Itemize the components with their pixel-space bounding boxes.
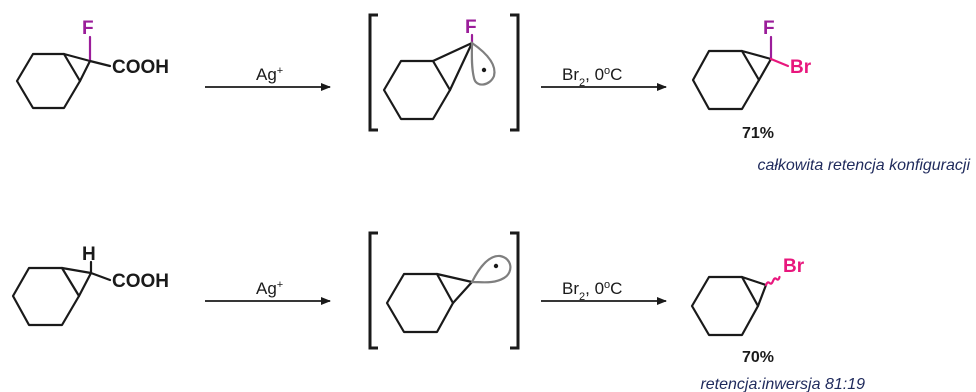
- cyclopropane-bond: [740, 275, 768, 287]
- stereo-note: retencja:inwersja 81:19: [700, 376, 865, 392]
- cyclopropane-bond: [740, 49, 773, 61]
- cyclopropane-bond: [77, 271, 93, 298]
- hydrogen-label: H: [82, 244, 96, 265]
- yield-label: 71%: [742, 125, 774, 142]
- bromine-label: Br: [783, 256, 805, 277]
- cyclopropane-bond: [451, 280, 474, 305]
- cyclohexane-ring: [691, 49, 761, 111]
- cyclopropane-bond: [435, 272, 474, 284]
- fluorine-label: F: [763, 18, 775, 39]
- cyclopropane-bond: [62, 52, 92, 63]
- yield-label: 70%: [742, 349, 774, 366]
- right-bracket: [510, 13, 520, 132]
- silver-reagent-label: Ag+: [256, 65, 283, 84]
- radical-dot: [481, 67, 487, 73]
- reaction2: H COOH Ag+ Br2, 0oC B: [11, 231, 865, 392]
- cyclohexane-ring: [690, 275, 760, 337]
- reaction1: F COOH Ag+ F Br2, 0oC: [15, 13, 970, 174]
- cyclopropane-bond: [78, 59, 92, 83]
- cyclopropane-bond: [756, 283, 768, 308]
- reactant2-molecule: H COOH: [11, 244, 169, 327]
- cyclohexane-ring: [382, 59, 452, 121]
- product1-molecule: F Br 71% całkowita retencja konfiguracji: [691, 18, 970, 174]
- silver-reagent-label: Ag+: [256, 279, 283, 298]
- bromine-label: Br: [790, 57, 812, 78]
- left-bracket: [368, 231, 378, 350]
- cyclohexane-ring: [15, 52, 82, 110]
- bromine-reagent-label: Br2, 0oC: [562, 279, 622, 303]
- radical-orbital: [470, 40, 496, 86]
- cyclopropane-bond: [757, 57, 773, 82]
- reaction1-step1-arrow: Ag+: [205, 65, 331, 91]
- radical-orbital: [470, 254, 512, 284]
- left-bracket: [368, 13, 378, 132]
- reaction1-step2-arrow: Br2, 0oC: [541, 65, 667, 91]
- cyclopropane-bond: [448, 41, 474, 92]
- product2-molecule: Br 70% retencja:inwersja 81:19: [690, 256, 865, 392]
- right-bracket: [510, 231, 520, 350]
- cyclopropane-bond: [431, 41, 474, 63]
- carboxyl-label: COOH: [112, 57, 169, 78]
- wavy-c-br-bond: [764, 275, 781, 287]
- cyclohexane-ring: [11, 266, 81, 327]
- carboxyl-label: COOH: [112, 271, 169, 292]
- c-cooh-bond: [89, 271, 112, 282]
- reaction2-step2-arrow: Br2, 0oC: [541, 279, 667, 305]
- radical-dot: [493, 263, 499, 269]
- reaction2-intermediate: [368, 231, 520, 350]
- reactant1-molecule: F COOH: [15, 18, 169, 110]
- c-br-bond: [769, 57, 790, 68]
- fluorine-label: F: [82, 18, 94, 39]
- c-cooh-bond: [88, 59, 112, 68]
- fluorine-label: F: [465, 17, 477, 38]
- reaction1-intermediate: F: [368, 13, 520, 132]
- bromine-reagent-label: Br2, 0oC: [562, 65, 622, 89]
- cyclopropane-bond: [60, 266, 93, 275]
- stereo-note: całkowita retencja konfiguracji: [757, 157, 970, 174]
- reaction2-step1-arrow: Ag+: [205, 279, 331, 305]
- cyclohexane-ring: [385, 272, 455, 334]
